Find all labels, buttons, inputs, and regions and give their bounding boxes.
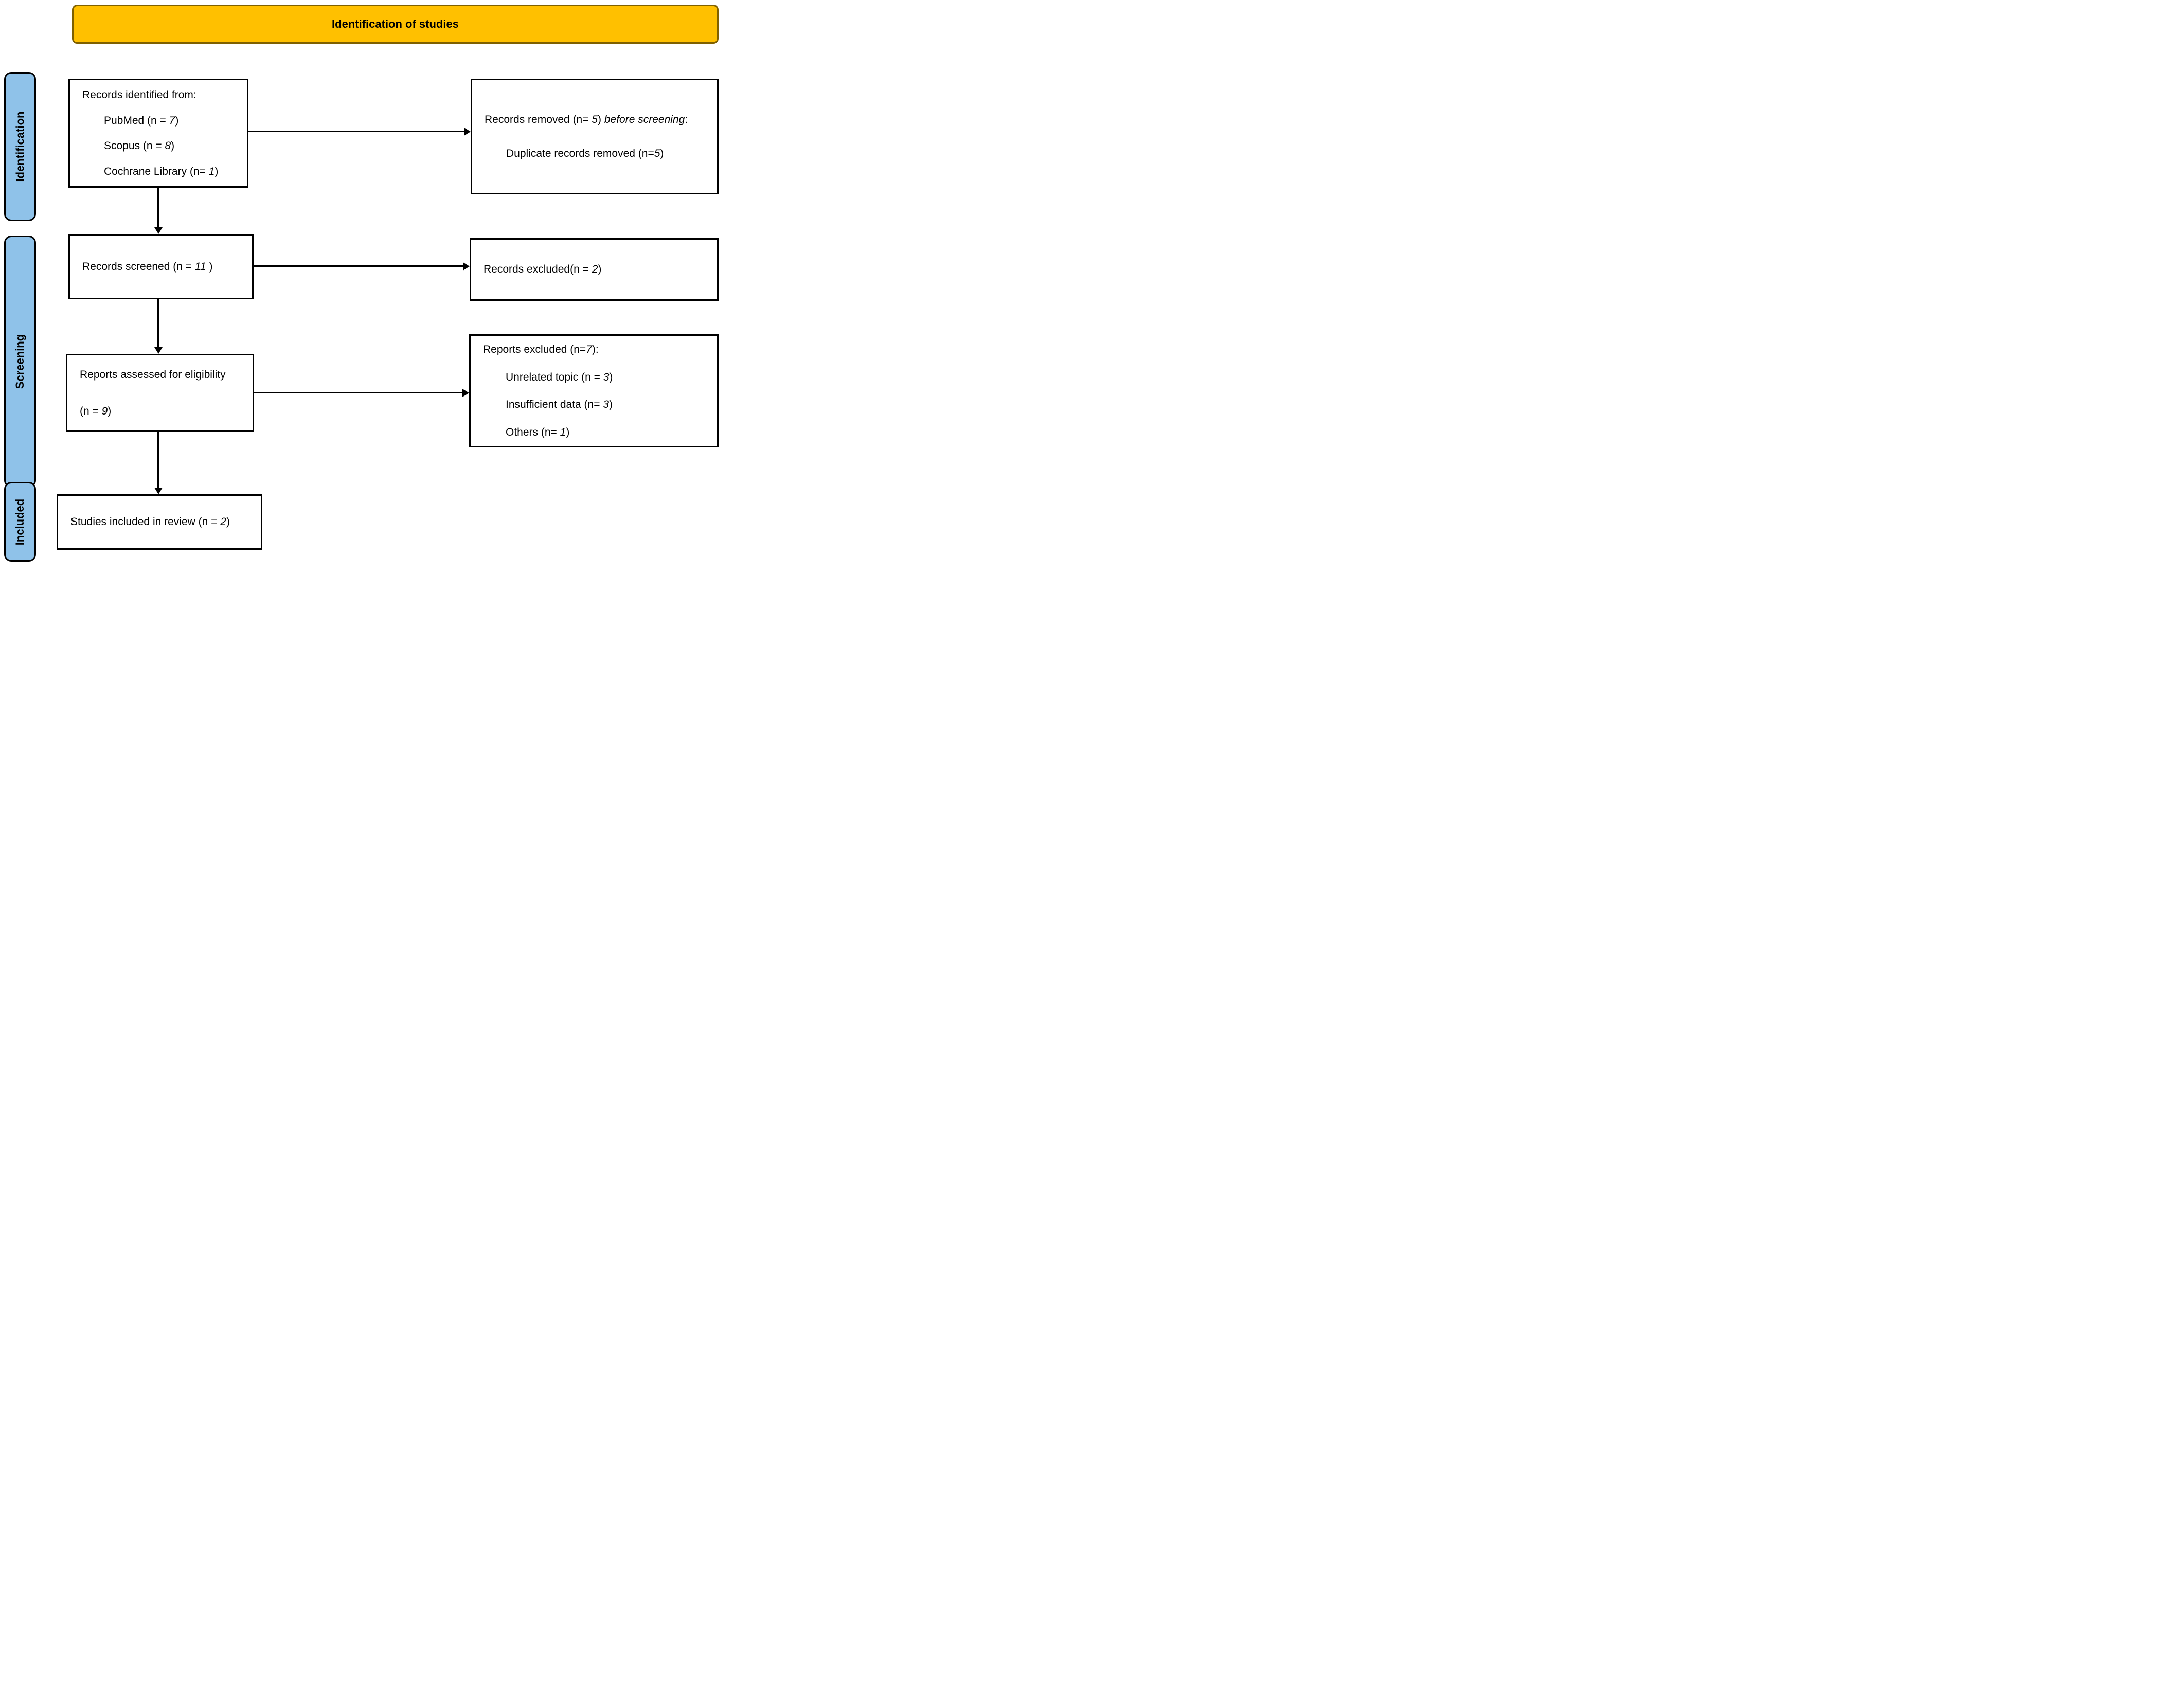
text: Studies included in review (n = xyxy=(70,516,221,528)
text: ) xyxy=(609,371,613,383)
text: ) xyxy=(175,114,179,127)
text: Insufficient data (n= xyxy=(506,399,603,411)
box-reports-excluded: Reports excluded (n=7): Unrelated topic … xyxy=(469,334,719,447)
sidebar-identification-label: Identification xyxy=(13,111,27,182)
text: ) xyxy=(566,426,570,438)
text: Unrelated topic (n = xyxy=(506,371,603,383)
reports-excluded-heading: Reports excluded (n=7): xyxy=(483,343,713,356)
records-excluded-line: Records excluded(n = 2) xyxy=(484,263,717,276)
text: Records excluded(n = xyxy=(484,263,592,276)
text: ) xyxy=(609,399,613,411)
reports-assessed-line2: (n = 9) xyxy=(80,405,253,418)
records-identified-item-cochrane: Cochrane Library (n= 1) xyxy=(82,165,243,178)
text: (n = xyxy=(80,405,102,417)
text: Others (n= xyxy=(506,426,560,438)
text: 7 xyxy=(586,344,592,355)
text: 3 xyxy=(603,371,610,383)
text: 3 xyxy=(603,399,610,411)
text: Duplicate records removed (n= xyxy=(506,147,654,159)
text: Cochrane Library (n= xyxy=(104,165,209,177)
text: Scopus (n = xyxy=(104,140,165,152)
text: 2 xyxy=(220,516,226,528)
text: 7 xyxy=(169,114,175,127)
text: ) xyxy=(226,516,230,528)
banner-identification-of-studies: Identification of studies xyxy=(72,5,719,44)
box-studies-included: Studies included in review (n = 2) xyxy=(57,494,262,550)
records-removed-heading: Records removed (n= 5) before screening: xyxy=(485,113,713,126)
text: 2 xyxy=(592,263,598,276)
box-records-identified: Records identified from: PubMed (n = 7) … xyxy=(68,79,248,188)
text: 1 xyxy=(208,165,215,177)
records-identified-heading: Records identified from: xyxy=(82,88,243,101)
text: ) xyxy=(206,260,213,273)
box-reports-assessed: Reports assessed for eligibility (n = 9) xyxy=(66,354,254,432)
text: ) xyxy=(171,140,175,152)
text: ): xyxy=(592,344,599,355)
reports-excluded-item-insufficient: Insufficient data (n= 3) xyxy=(483,398,713,411)
sidebar-screening-label: Screening xyxy=(13,334,26,389)
prisma-flow-diagram: Identification of studies Identification… xyxy=(0,0,722,569)
banner-title: Identification of studies xyxy=(332,17,459,30)
sidebar-included: Included xyxy=(4,482,36,562)
box-records-removed: Records removed (n= 5) before screening:… xyxy=(471,79,719,194)
text: ) xyxy=(598,263,602,276)
text: 5 xyxy=(592,114,598,126)
text: Records identified from: xyxy=(82,89,196,101)
text: ) xyxy=(660,147,664,159)
text: before screening xyxy=(604,114,685,126)
text: 8 xyxy=(165,140,171,152)
box-records-excluded: Records excluded(n = 2) xyxy=(470,238,719,301)
records-identified-item-scopus: Scopus (n = 8) xyxy=(82,139,243,152)
text: ) xyxy=(598,114,604,126)
text: PubMed (n = xyxy=(104,114,169,127)
text: 1 xyxy=(560,426,566,438)
box-records-screened: Records screened (n = 11 ) xyxy=(68,234,254,299)
studies-included-line: Studies included in review (n = 2) xyxy=(70,515,261,528)
reports-assessed-line1: Reports assessed for eligibility xyxy=(80,368,253,381)
text: : xyxy=(685,114,688,126)
text: ) xyxy=(214,165,219,177)
records-screened-line: Records screened (n = 11 ) xyxy=(82,260,252,273)
sidebar-screening: Screening xyxy=(4,236,36,488)
text: 11 xyxy=(194,260,206,273)
text: 5 xyxy=(654,147,660,159)
text: Reports assessed for eligibility xyxy=(80,368,226,381)
sidebar-included-label: Included xyxy=(13,498,27,545)
text: Records screened (n = xyxy=(82,260,195,273)
reports-excluded-item-others: Others (n= 1) xyxy=(483,426,713,439)
records-identified-item-pubmed: PubMed (n = 7) xyxy=(82,114,243,127)
text: Reports excluded (n= xyxy=(483,344,586,355)
text: Records removed (n= xyxy=(485,114,592,126)
text: 9 xyxy=(101,405,108,417)
text: ) xyxy=(108,405,112,417)
records-removed-duplicates: Duplicate records removed (n=5) xyxy=(485,147,713,160)
sidebar-identification: Identification xyxy=(4,72,36,221)
reports-excluded-item-unrelated: Unrelated topic (n = 3) xyxy=(483,371,713,384)
